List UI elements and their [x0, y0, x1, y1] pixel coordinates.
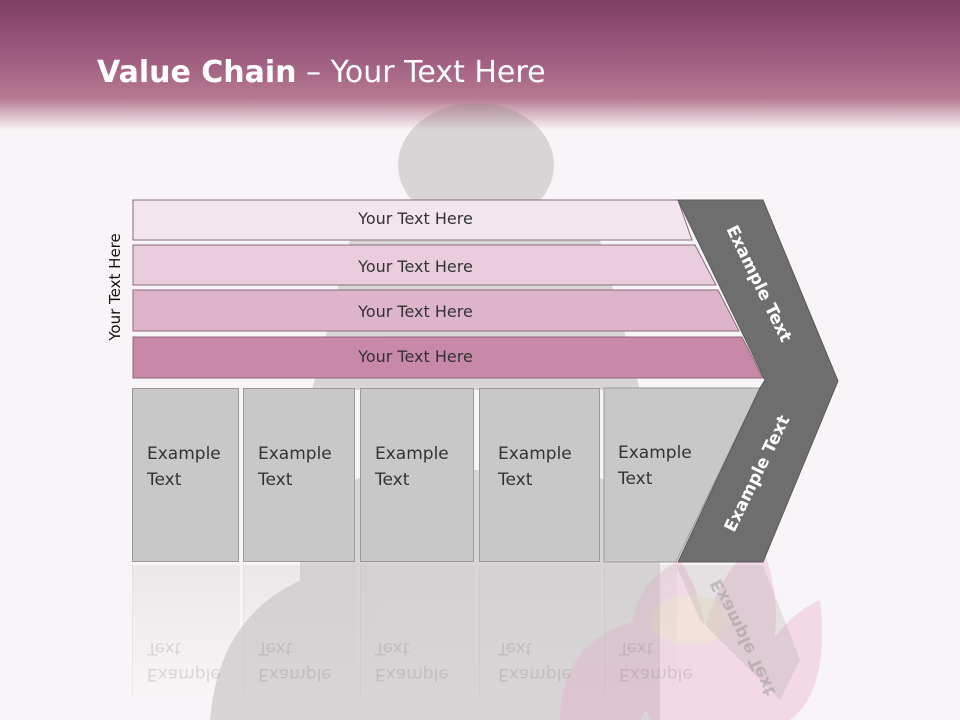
page-title: Value Chain – Your Text Here [97, 55, 546, 90]
reflection-3-line1: Example [375, 664, 449, 684]
activity-box-5-line2: Text [618, 469, 653, 489]
activity-box-5-reflection: Example Text [604, 565, 693, 695]
activity-box-5 [603, 387, 761, 563]
reflection-5-line1: Example [619, 664, 693, 684]
reflection-4-line1: Example [498, 664, 572, 684]
support-band-3-label: Your Text Here [358, 302, 473, 321]
activity-box-4-line1: Example [498, 444, 572, 464]
reflection-2-line2: Text [258, 638, 293, 658]
support-band-4-label: Your Text Here [358, 347, 473, 366]
activity-box-2-line2: Text [258, 470, 293, 490]
support-band-3 [132, 289, 740, 332]
activity-box-2-line1: Example [258, 444, 332, 464]
activity-box-5-reflection-text: Example Text [619, 635, 693, 687]
activity-box-4-reflection: Example Text [479, 565, 601, 695]
activity-box-1-reflection: Example Text [132, 565, 240, 695]
support-band-2-label: Your Text Here [358, 257, 473, 276]
reflection-2-line1: Example [258, 664, 332, 684]
activity-box-5-line1: Example [618, 443, 692, 463]
title-rest: – Your Text Here [296, 55, 546, 90]
activity-box-3-reflection-text: Example Text [375, 635, 449, 687]
support-band-1-label: Your Text Here [358, 209, 473, 228]
margin-chevron [677, 199, 839, 563]
support-band-4 [132, 336, 764, 379]
activity-box-1-line2: Text [147, 470, 182, 490]
activity-box-3-line2: Text [375, 470, 410, 490]
activity-box-2-reflection: Example Text [243, 565, 356, 695]
reflection-5-line2: Text [619, 638, 654, 658]
title-bold: Value Chain [97, 55, 297, 90]
reflection-4-line2: Text [498, 638, 533, 658]
reflection-3-line2: Text [375, 638, 410, 658]
activity-box-3-reflection: Example Text [360, 565, 475, 695]
activity-box-3-line1: Example [375, 444, 449, 464]
activity-box-4-reflection-text: Example Text [498, 635, 572, 687]
activity-box-1-reflection-text: Example Text [147, 635, 221, 687]
activity-box-4-line2: Text [498, 470, 533, 490]
activity-box-2-reflection-text: Example Text [258, 635, 332, 687]
chevron-reflection [676, 565, 800, 700]
reflection-1-line1: Example [147, 664, 221, 684]
header-band [0, 0, 960, 130]
activity-box-1-line1: Example [147, 444, 221, 464]
reflection-1-line2: Text [147, 638, 182, 658]
support-band-2 [132, 244, 717, 286]
support-band-1 [132, 199, 693, 241]
